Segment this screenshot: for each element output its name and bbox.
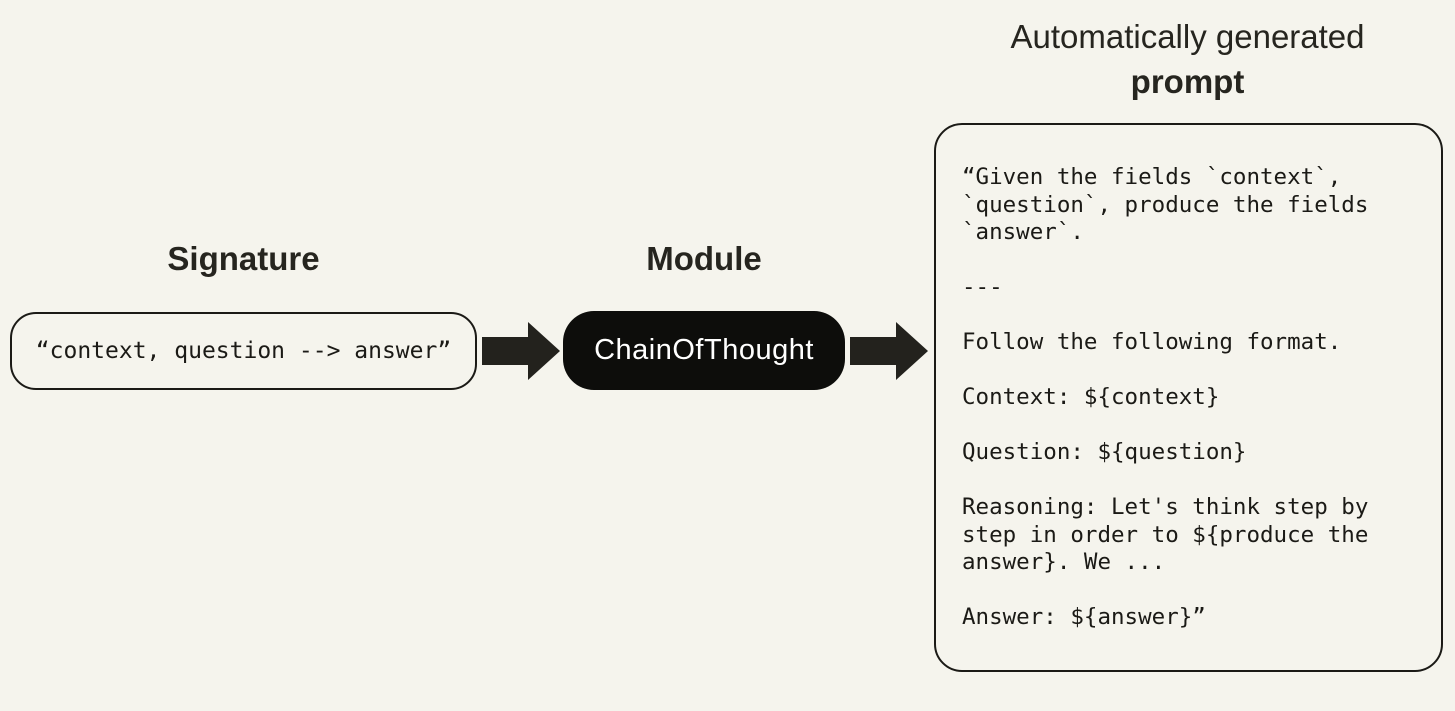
module-heading: Module [646,240,762,277]
chain-of-thought-pill: ChainOfThought [563,311,845,390]
prompt-heading: Automatically generated prompt [880,14,1455,104]
prompt-text: “Given the fields `context`, `question`,… [962,164,1369,630]
signature-heading: Signature [167,240,320,277]
prompt-heading-line1: Automatically generated [1010,18,1365,55]
signature-value: “context, question --> answer” [35,338,452,364]
signature-box: “context, question --> answer” [10,312,477,390]
prompt-box: “Given the fields `context`, `question`,… [934,123,1443,672]
module-label: ChainOfThought [594,334,814,366]
right-arrow-icon [482,322,560,380]
prompt-heading-line2: prompt [1130,63,1245,100]
right-arrow-icon [850,322,928,380]
